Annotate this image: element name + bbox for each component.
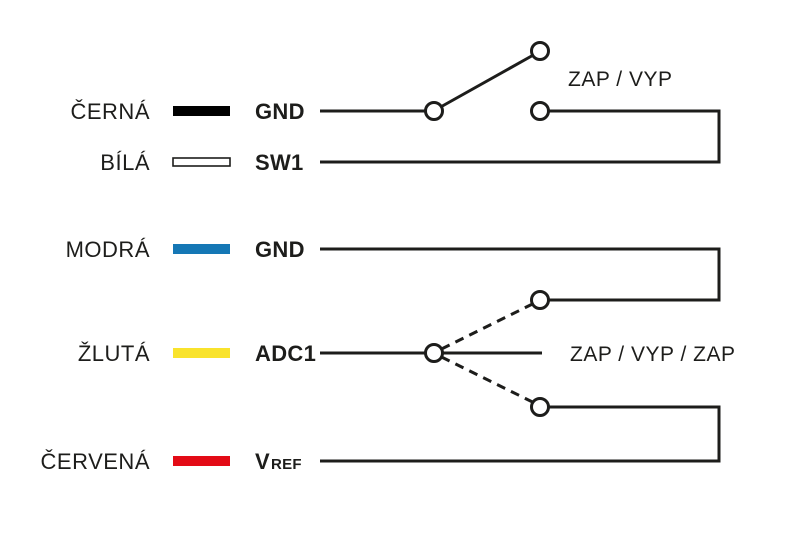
switch-on-off-on: ZAP / VYP / ZAP xyxy=(320,290,735,463)
signal-label-adc1: ADC1 xyxy=(255,341,316,366)
signal-label-sw1: SW1 xyxy=(255,150,304,175)
switch1-output-wire-sw1 xyxy=(320,109,721,164)
wire-row-black: ČERNÁ GND xyxy=(70,99,425,124)
switch-on-off: ZAP / VYP xyxy=(320,41,721,164)
switch2-upper-throw-dashed-line xyxy=(440,302,534,351)
wire-swatch-white xyxy=(172,157,231,167)
signal-label-vref-subscript: REF xyxy=(271,456,302,473)
wire-swatch-blue xyxy=(173,244,230,254)
switch2-lower-output-wire-vref xyxy=(320,405,721,463)
switch1-open-terminal xyxy=(530,41,550,61)
signal-label-gnd-blue: GND xyxy=(255,237,305,262)
wire-color-label-white: BÍLÁ xyxy=(100,150,150,175)
wire-row-blue: MODRÁ GND xyxy=(66,237,721,302)
wire-color-label-red: ČERVENÁ xyxy=(41,449,150,474)
wire-color-label-black: ČERNÁ xyxy=(70,99,150,124)
switch2-lower-throw-dashed-line xyxy=(440,355,534,404)
wire-swatch-red xyxy=(173,456,230,466)
switch2-lower-terminal xyxy=(530,397,550,417)
wire-row-yellow: ŽLUTÁ ADC1 xyxy=(78,341,425,366)
switch2-common-terminal xyxy=(424,343,444,363)
switch1-output-terminal xyxy=(530,101,550,121)
wire-swatch-yellow xyxy=(173,348,230,358)
signal-label-gnd-black: GND xyxy=(255,99,305,124)
signal-label-vref-main: V xyxy=(255,449,270,474)
wire-row-red: ČERVENÁ V REF xyxy=(41,449,302,474)
switch2-upper-terminal xyxy=(530,290,550,310)
switch2-mode-label: ZAP / VYP / ZAP xyxy=(570,343,735,366)
wire-swatch-black xyxy=(173,106,230,116)
switch1-common-terminal xyxy=(424,101,444,121)
wire-color-label-blue: MODRÁ xyxy=(66,237,150,262)
wire-line-gnd-blue xyxy=(320,247,721,302)
wire-color-label-yellow: ŽLUTÁ xyxy=(78,341,150,366)
wire-row-white: BÍLÁ SW1 xyxy=(100,150,303,175)
switch1-lever-line xyxy=(440,54,534,108)
switch1-mode-label: ZAP / VYP xyxy=(568,68,673,91)
